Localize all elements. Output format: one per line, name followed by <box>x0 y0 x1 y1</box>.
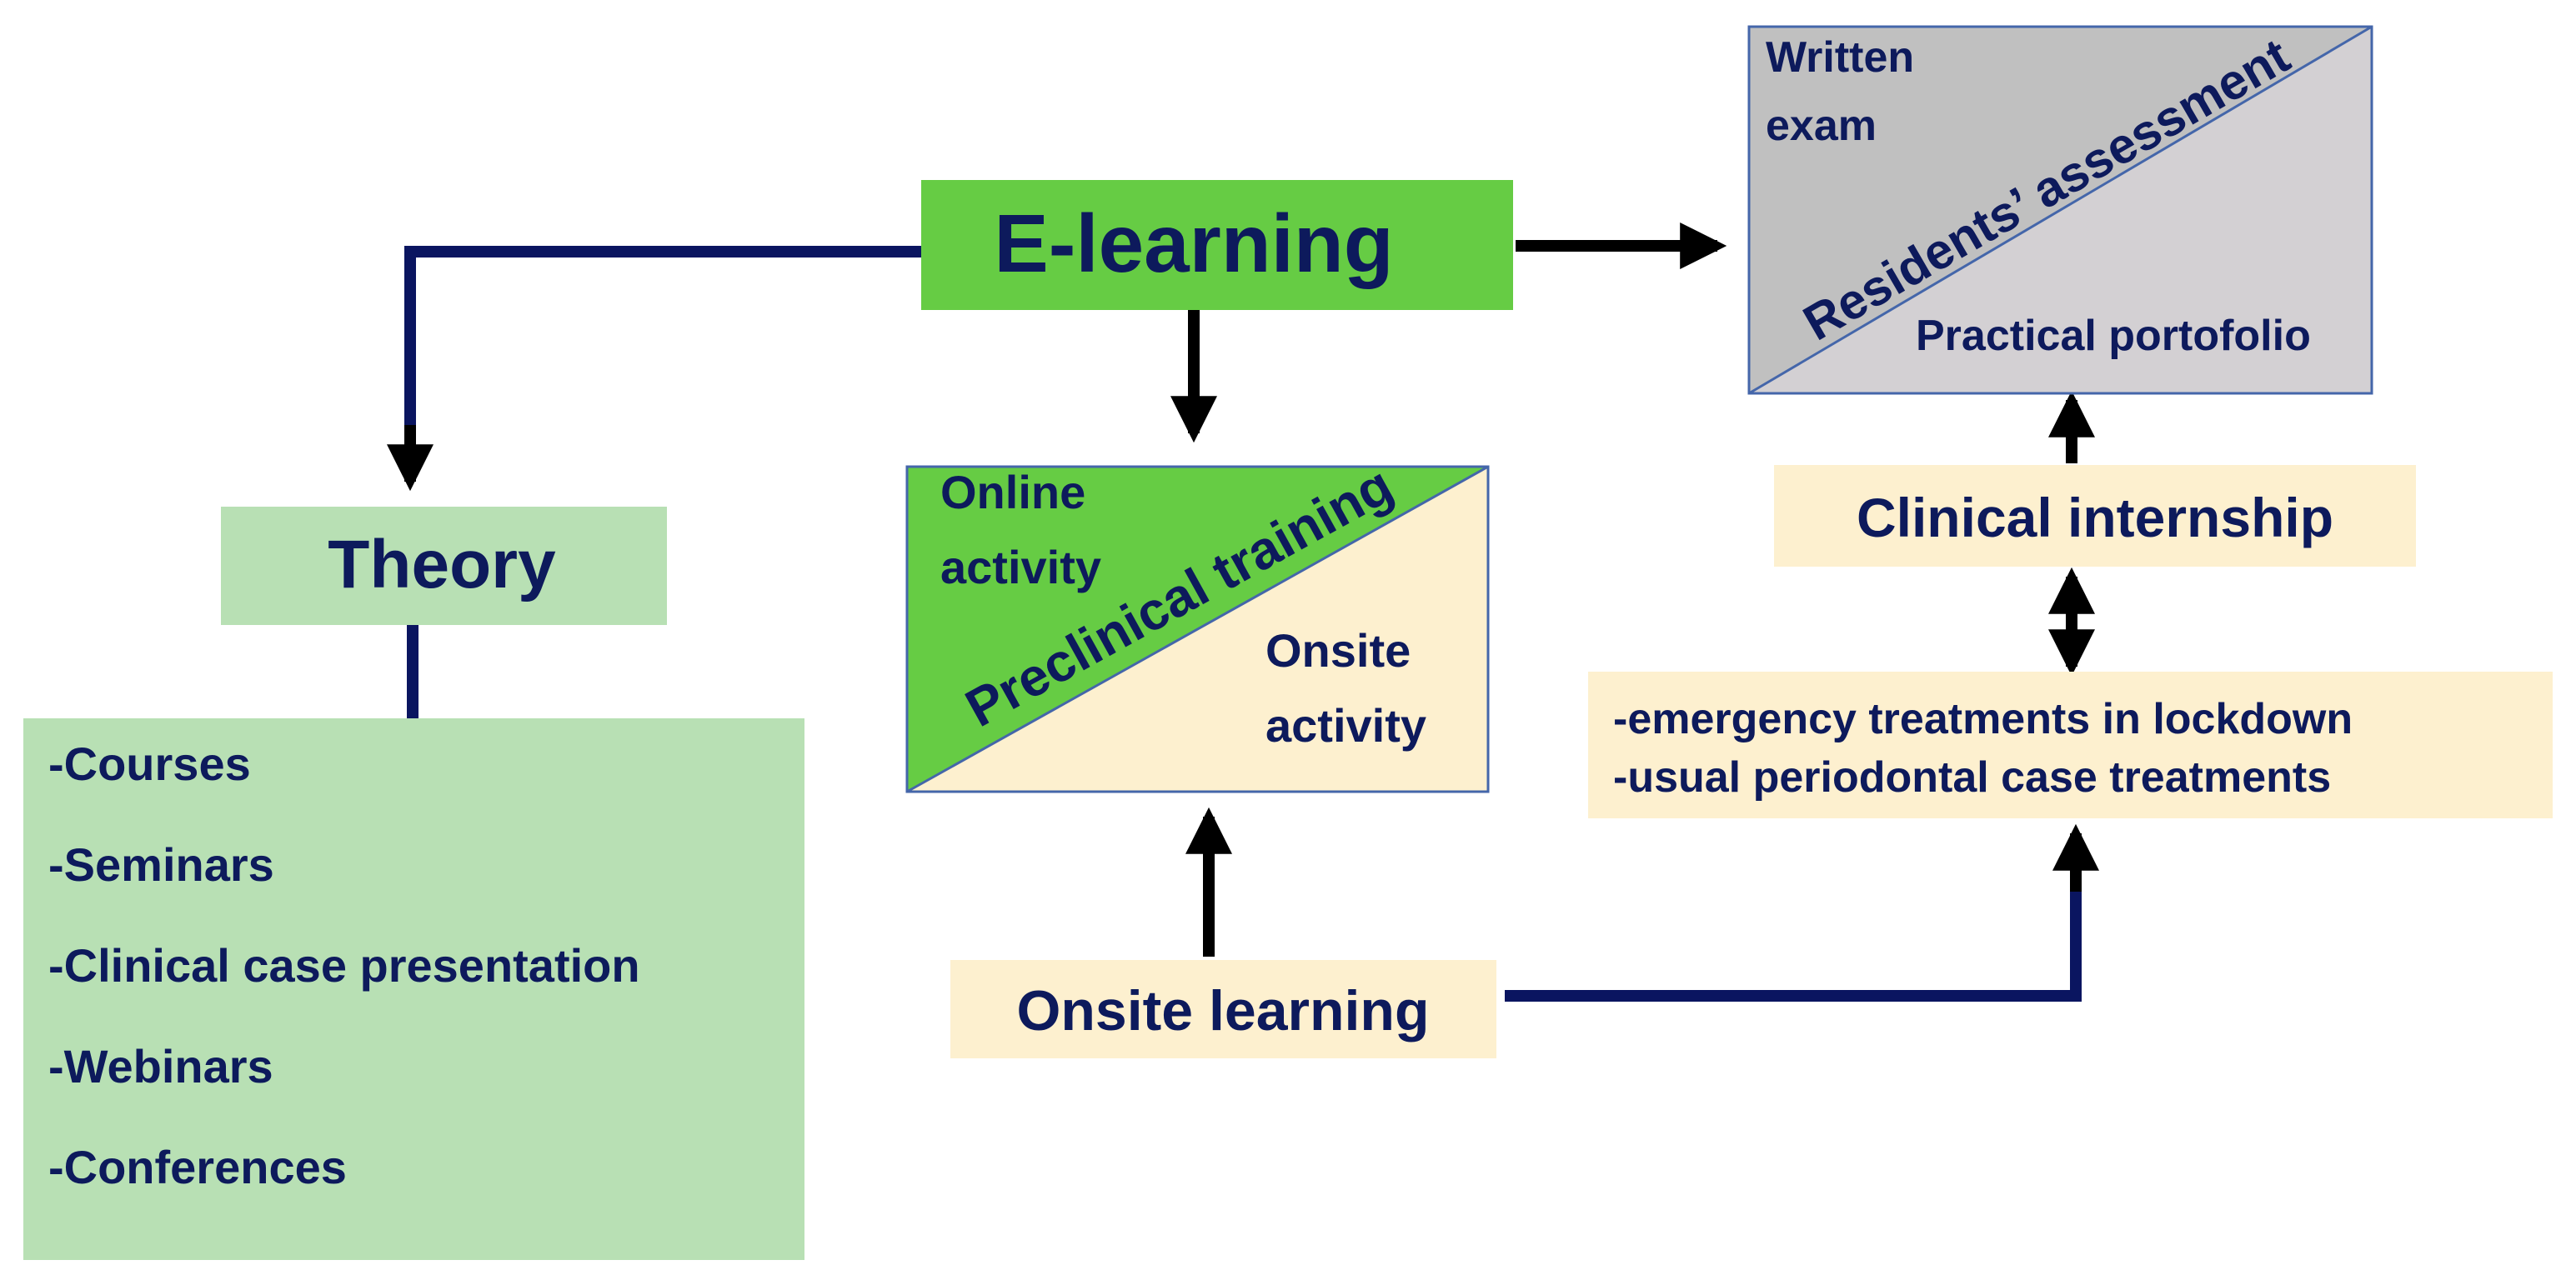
preclinical-online-label: activity <box>940 541 1101 593</box>
connector-elearning-to-theory <box>387 246 921 492</box>
treatments-line: -usual periodontal case treatments <box>1613 753 2331 802</box>
theory-label: Theory <box>328 527 556 602</box>
theory-list-item: -Webinars <box>48 1040 273 1092</box>
onsite-learning-label: Onsite learning <box>1017 979 1430 1042</box>
onsite-learning-box <box>950 960 1496 1058</box>
clinical-internship-box <box>1774 465 2416 567</box>
treatments-node: -emergency treatments in lockdown -usual… <box>1588 672 2553 818</box>
assessment-diagonal <box>1748 25 2373 395</box>
theory-list-item: -Clinical case presentation <box>48 939 640 992</box>
theory-box <box>221 507 667 625</box>
theory-list-item: -Courses <box>48 738 251 790</box>
clinical-internship-label: Clinical internship <box>1857 487 2333 548</box>
preclinical-diagonal <box>906 465 1489 793</box>
theory-list-item: -Seminars <box>48 838 274 891</box>
treatments-line: -emergency treatments in lockdown <box>1613 695 2353 743</box>
preclinical-online-label: Online <box>940 466 1085 518</box>
assessment-node: Written exam Practical portofolio Reside… <box>1747 25 2373 395</box>
clinical-internship-node: Clinical internship <box>1774 465 2416 567</box>
assessment-practical-label: Practical portofolio <box>1916 312 2311 360</box>
theory-list-box <box>23 718 804 1260</box>
elearning-label: E-learning <box>994 198 1393 289</box>
assessment-box <box>1747 25 2373 395</box>
assessment-written-label: Written <box>1766 33 1914 82</box>
theory-list-item: -Conferences <box>48 1141 347 1193</box>
assessment-written-label: exam <box>1766 102 1877 150</box>
onsite-learning-node: Onsite learning <box>950 960 1496 1058</box>
elearning-node: E-learning <box>921 180 1513 310</box>
theory-list: -Courses -Seminars -Clinical case presen… <box>23 718 804 1260</box>
preclinical-node: Online activity Onsite activity Preclini… <box>905 454 1490 793</box>
preclinical-onsite-label: activity <box>1265 699 1426 752</box>
preclinical-box <box>905 465 1490 793</box>
preclinical-onsite-label: Onsite <box>1265 624 1411 677</box>
connector-onsite-learning-to-treatments <box>1505 892 2082 1002</box>
elearning-box <box>921 180 1513 310</box>
treatments-box <box>1588 672 2553 818</box>
theory-node: Theory <box>221 507 667 625</box>
